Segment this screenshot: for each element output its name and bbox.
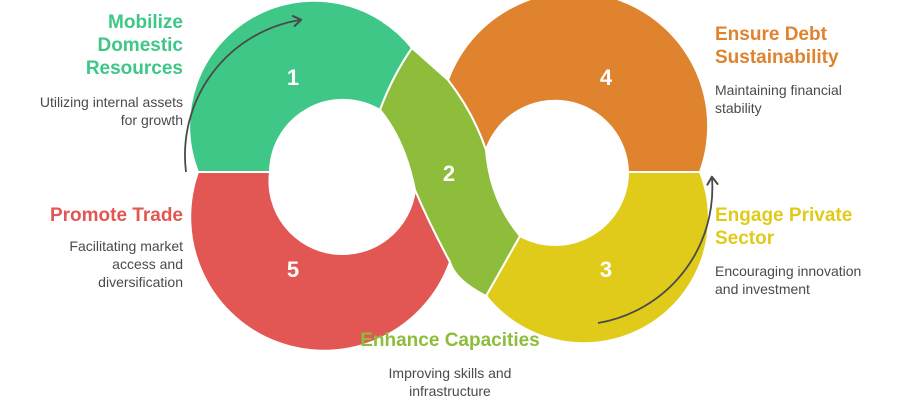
step-number-2: 2 bbox=[443, 161, 455, 186]
cycle-arrow-bottom bbox=[597, 175, 719, 324]
segment-5-promote-trade bbox=[189, 171, 452, 352]
step-1-label: Mobilize Domestic Resources Utilizing in… bbox=[0, 11, 183, 129]
segment-4-debt-sustainability bbox=[446, 0, 710, 173]
step-number-3: 3 bbox=[600, 257, 612, 282]
step-number-4: 4 bbox=[600, 65, 613, 90]
segment-2-enhance-capacities bbox=[378, 46, 522, 298]
step-3-title: Engage Private Sector bbox=[715, 205, 853, 249]
step-4-title: Ensure Debt Sustainability bbox=[715, 24, 839, 68]
step-1-description: Utilizing internal assets for growth bbox=[39, 94, 183, 128]
step-number-1: 1 bbox=[287, 65, 299, 90]
step-1-title: Mobilize Domestic Resources bbox=[85, 12, 183, 79]
segment-3-private-sector bbox=[484, 171, 710, 345]
step-5-title: Promote Trade bbox=[49, 205, 183, 226]
step-3-label: Engage Private Sector Encouraging innova… bbox=[715, 204, 895, 298]
cycle-arrow-top bbox=[184, 15, 303, 173]
step-2-title: Enhance Capacities bbox=[360, 330, 540, 351]
step-3-description: Encouraging innovation and investment bbox=[715, 263, 862, 297]
step-4-label: Ensure Debt Sustainability Maintaining f… bbox=[715, 23, 895, 117]
step-number-5: 5 bbox=[287, 257, 299, 282]
step-2-description: Improving skills and infrastructure bbox=[388, 365, 512, 399]
step-4-description: Maintaining financial stability bbox=[715, 82, 842, 116]
segment-1-mobilize-resources bbox=[188, 0, 414, 173]
step-5-description: Facilitating market access and diversifi… bbox=[69, 238, 183, 290]
step-5-label: Promote Trade Facilitating market access… bbox=[0, 204, 183, 291]
step-2-label: Enhance Capacities Improving skills and … bbox=[330, 329, 570, 400]
